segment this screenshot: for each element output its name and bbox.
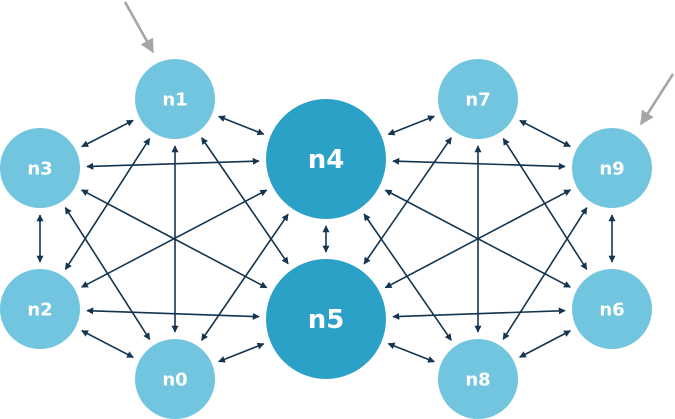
edge-n1-n4 bbox=[218, 115, 265, 136]
nodes-layer: n0 n1 n2 n3 n4 n5 n6 n7 n8 n9 bbox=[0, 59, 652, 419]
edge-n1-n3 bbox=[81, 119, 134, 148]
node-label: n6 bbox=[599, 300, 624, 321]
node-n8[interactable]: n8 bbox=[438, 339, 518, 419]
node-n5[interactable]: n5 bbox=[266, 259, 386, 379]
node-circle[interactable] bbox=[438, 59, 518, 139]
node-circle[interactable] bbox=[0, 128, 80, 208]
node-circle[interactable] bbox=[0, 269, 80, 349]
edge-n0-n5 bbox=[218, 342, 265, 363]
pointers-layer bbox=[123, 1, 675, 126]
node-circle[interactable] bbox=[572, 128, 652, 208]
edge-n9-n4 bbox=[392, 157, 566, 170]
node-n9[interactable]: n9 bbox=[572, 128, 652, 208]
highlight-arrow-icon-n9 bbox=[639, 73, 675, 126]
edge-n3-n4 bbox=[86, 157, 260, 170]
node-n4[interactable]: n4 bbox=[266, 99, 386, 219]
node-label: n7 bbox=[465, 90, 490, 111]
node-circle[interactable] bbox=[135, 59, 215, 139]
node-label: n1 bbox=[162, 90, 187, 111]
node-label: n9 bbox=[599, 159, 624, 180]
node-n7[interactable]: n7 bbox=[438, 59, 518, 139]
node-n0[interactable]: n0 bbox=[135, 339, 215, 419]
node-label: n0 bbox=[162, 370, 187, 391]
node-label: n5 bbox=[308, 305, 345, 335]
edge-n2-n4 bbox=[81, 189, 268, 288]
node-circle[interactable] bbox=[135, 339, 215, 419]
edge-n6-n4 bbox=[384, 189, 571, 288]
node-label: n8 bbox=[465, 370, 490, 391]
edge-n0-n4 bbox=[200, 213, 289, 341]
node-label: n4 bbox=[308, 145, 345, 175]
edge-n6-n8 bbox=[519, 330, 571, 358]
edge-n6-n5 bbox=[392, 307, 566, 320]
edge-n2-n5 bbox=[86, 307, 260, 320]
node-n3[interactable]: n3 bbox=[0, 128, 80, 208]
edge-n7-n4 bbox=[387, 115, 435, 136]
node-n2[interactable]: n2 bbox=[0, 269, 80, 349]
highlight-arrow-icon-n1 bbox=[123, 1, 155, 54]
node-n6[interactable]: n6 bbox=[572, 269, 652, 349]
edge-n7-n9 bbox=[519, 119, 571, 148]
edge-n2-n0 bbox=[81, 329, 134, 359]
edges-layer bbox=[36, 115, 616, 363]
node-circle[interactable] bbox=[266, 99, 386, 219]
node-circle[interactable] bbox=[438, 339, 518, 419]
edge-n8-n4 bbox=[363, 213, 452, 341]
node-circle[interactable] bbox=[572, 269, 652, 349]
edge-n8-n5 bbox=[387, 342, 435, 363]
node-label: n2 bbox=[27, 300, 52, 321]
node-circle[interactable] bbox=[266, 259, 386, 379]
node-n1[interactable]: n1 bbox=[135, 59, 215, 139]
node-label: n3 bbox=[27, 159, 52, 180]
